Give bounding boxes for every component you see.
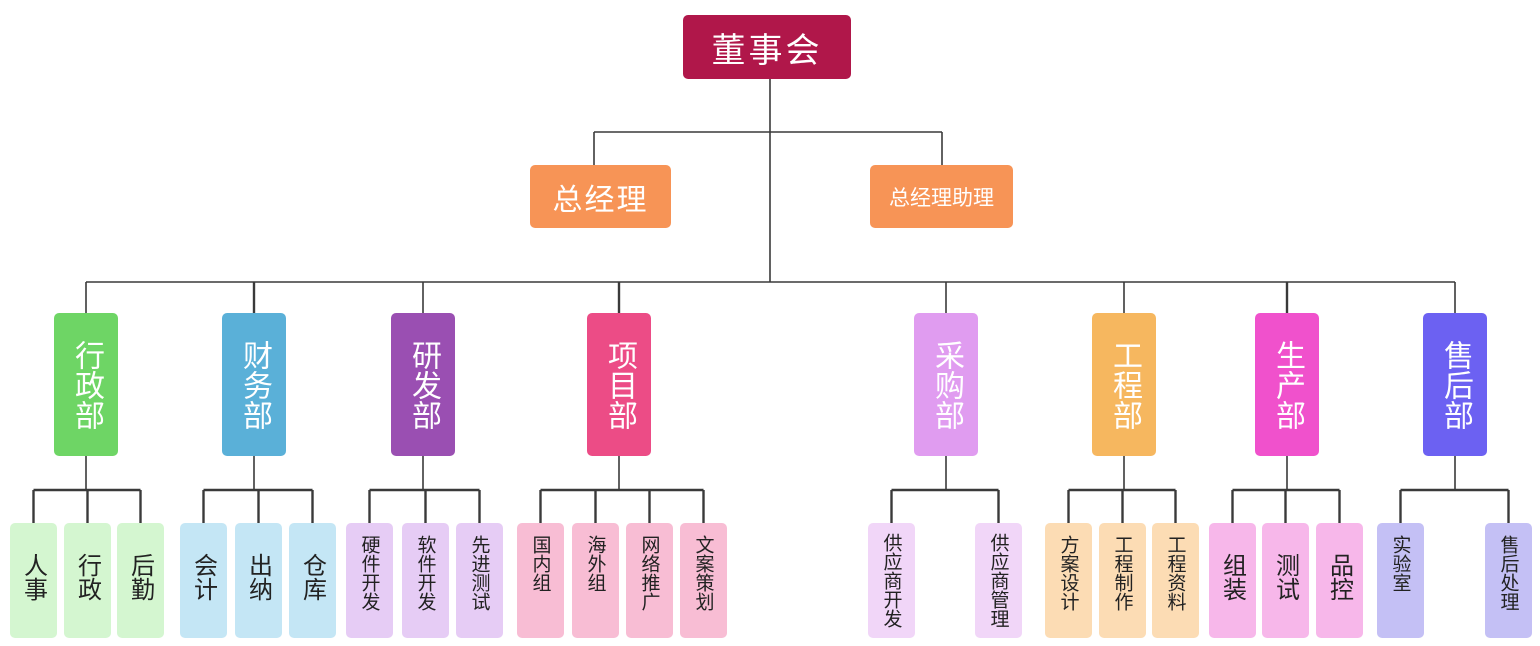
sub-unit-node: 硬件开发 [346,523,393,638]
department-node: 财务部 [222,313,286,456]
sub-unit-node: 行政 [64,523,111,638]
sub-unit-node: 出纳 [235,523,282,638]
sub-unit-label: 网络推广 [638,535,661,611]
sub-unit-label: 仓库 [298,553,327,601]
board-label: 董事会 [711,30,823,71]
sub-unit-label: 会计 [189,553,218,601]
sub-unit-label: 软件开发 [414,535,437,611]
sub-unit-node: 售后处理 [1485,523,1532,638]
sub-unit-node: 国内组 [517,523,564,638]
sub-unit-label: 供应商管理 [987,533,1010,628]
sub-unit-node: 工程资料 [1152,523,1199,638]
department-node: 工程部 [1092,313,1156,456]
department-node: 研发部 [391,313,455,456]
sub-unit-node: 测试 [1262,523,1309,638]
sub-unit-node: 组装 [1209,523,1256,638]
sub-unit-node: 软件开发 [402,523,449,638]
department-node: 项目部 [587,313,651,456]
sub-unit-label: 测试 [1271,553,1300,601]
sub-unit-label: 供应商开发 [880,533,903,628]
sub-unit-node: 实验室 [1377,523,1424,638]
department-node: 生产部 [1255,313,1319,456]
department-label: 财务部 [237,339,272,430]
sub-unit-node: 仓库 [289,523,336,638]
department-node: 采购部 [914,313,978,456]
sub-unit-node: 工程制作 [1099,523,1146,638]
sub-unit-node: 品控 [1316,523,1363,638]
sub-unit-node: 会计 [180,523,227,638]
sub-unit-label: 硬件开发 [358,535,381,611]
sub-unit-label: 工程资料 [1164,535,1187,611]
sub-unit-label: 海外组 [584,535,607,592]
sub-unit-node: 海外组 [572,523,619,638]
department-label: 工程部 [1107,339,1142,430]
sub-unit-node: 网络推广 [626,523,673,638]
general-manager-label: 总经理 [552,182,649,218]
sub-unit-label: 品控 [1325,553,1354,601]
connector-line-group [32,79,1510,523]
sub-unit-label: 先进测试 [468,535,491,611]
department-label: 研发部 [406,339,441,430]
department-node: 售后部 [1423,313,1487,456]
sub-unit-node: 供应商开发 [868,523,915,638]
department-label: 生产部 [1270,339,1305,430]
sub-unit-label: 行政 [73,553,102,601]
sub-unit-label: 工程制作 [1111,535,1134,611]
general-manager-assistant-label: 总经理助理 [889,185,994,210]
sub-unit-label: 国内组 [529,535,552,592]
sub-unit-node: 后勤 [117,523,164,638]
department-label: 项目部 [602,339,637,430]
sub-unit-label: 售后处理 [1497,535,1520,611]
sub-unit-label: 组装 [1218,553,1247,601]
sub-unit-node: 文案策划 [680,523,727,638]
sub-unit-node: 供应商管理 [975,523,1022,638]
department-node: 行政部 [54,313,118,456]
general-manager-assistant-node: 总经理助理 [870,165,1013,228]
sub-unit-label: 出纳 [244,553,273,601]
sub-unit-label: 人事 [19,553,48,601]
sub-unit-node: 先进测试 [456,523,503,638]
sub-unit-label: 后勤 [126,553,155,601]
sub-unit-label: 实验室 [1389,535,1412,592]
sub-unit-node: 方案设计 [1045,523,1092,638]
department-label: 售后部 [1438,339,1473,430]
sub-unit-label: 文案策划 [692,535,715,611]
board-node: 董事会 [683,15,851,79]
department-label: 行政部 [69,339,104,430]
general-manager-node: 总经理 [530,165,671,228]
sub-unit-label: 方案设计 [1057,535,1080,611]
sub-unit-node: 人事 [10,523,57,638]
department-label: 采购部 [929,339,964,430]
